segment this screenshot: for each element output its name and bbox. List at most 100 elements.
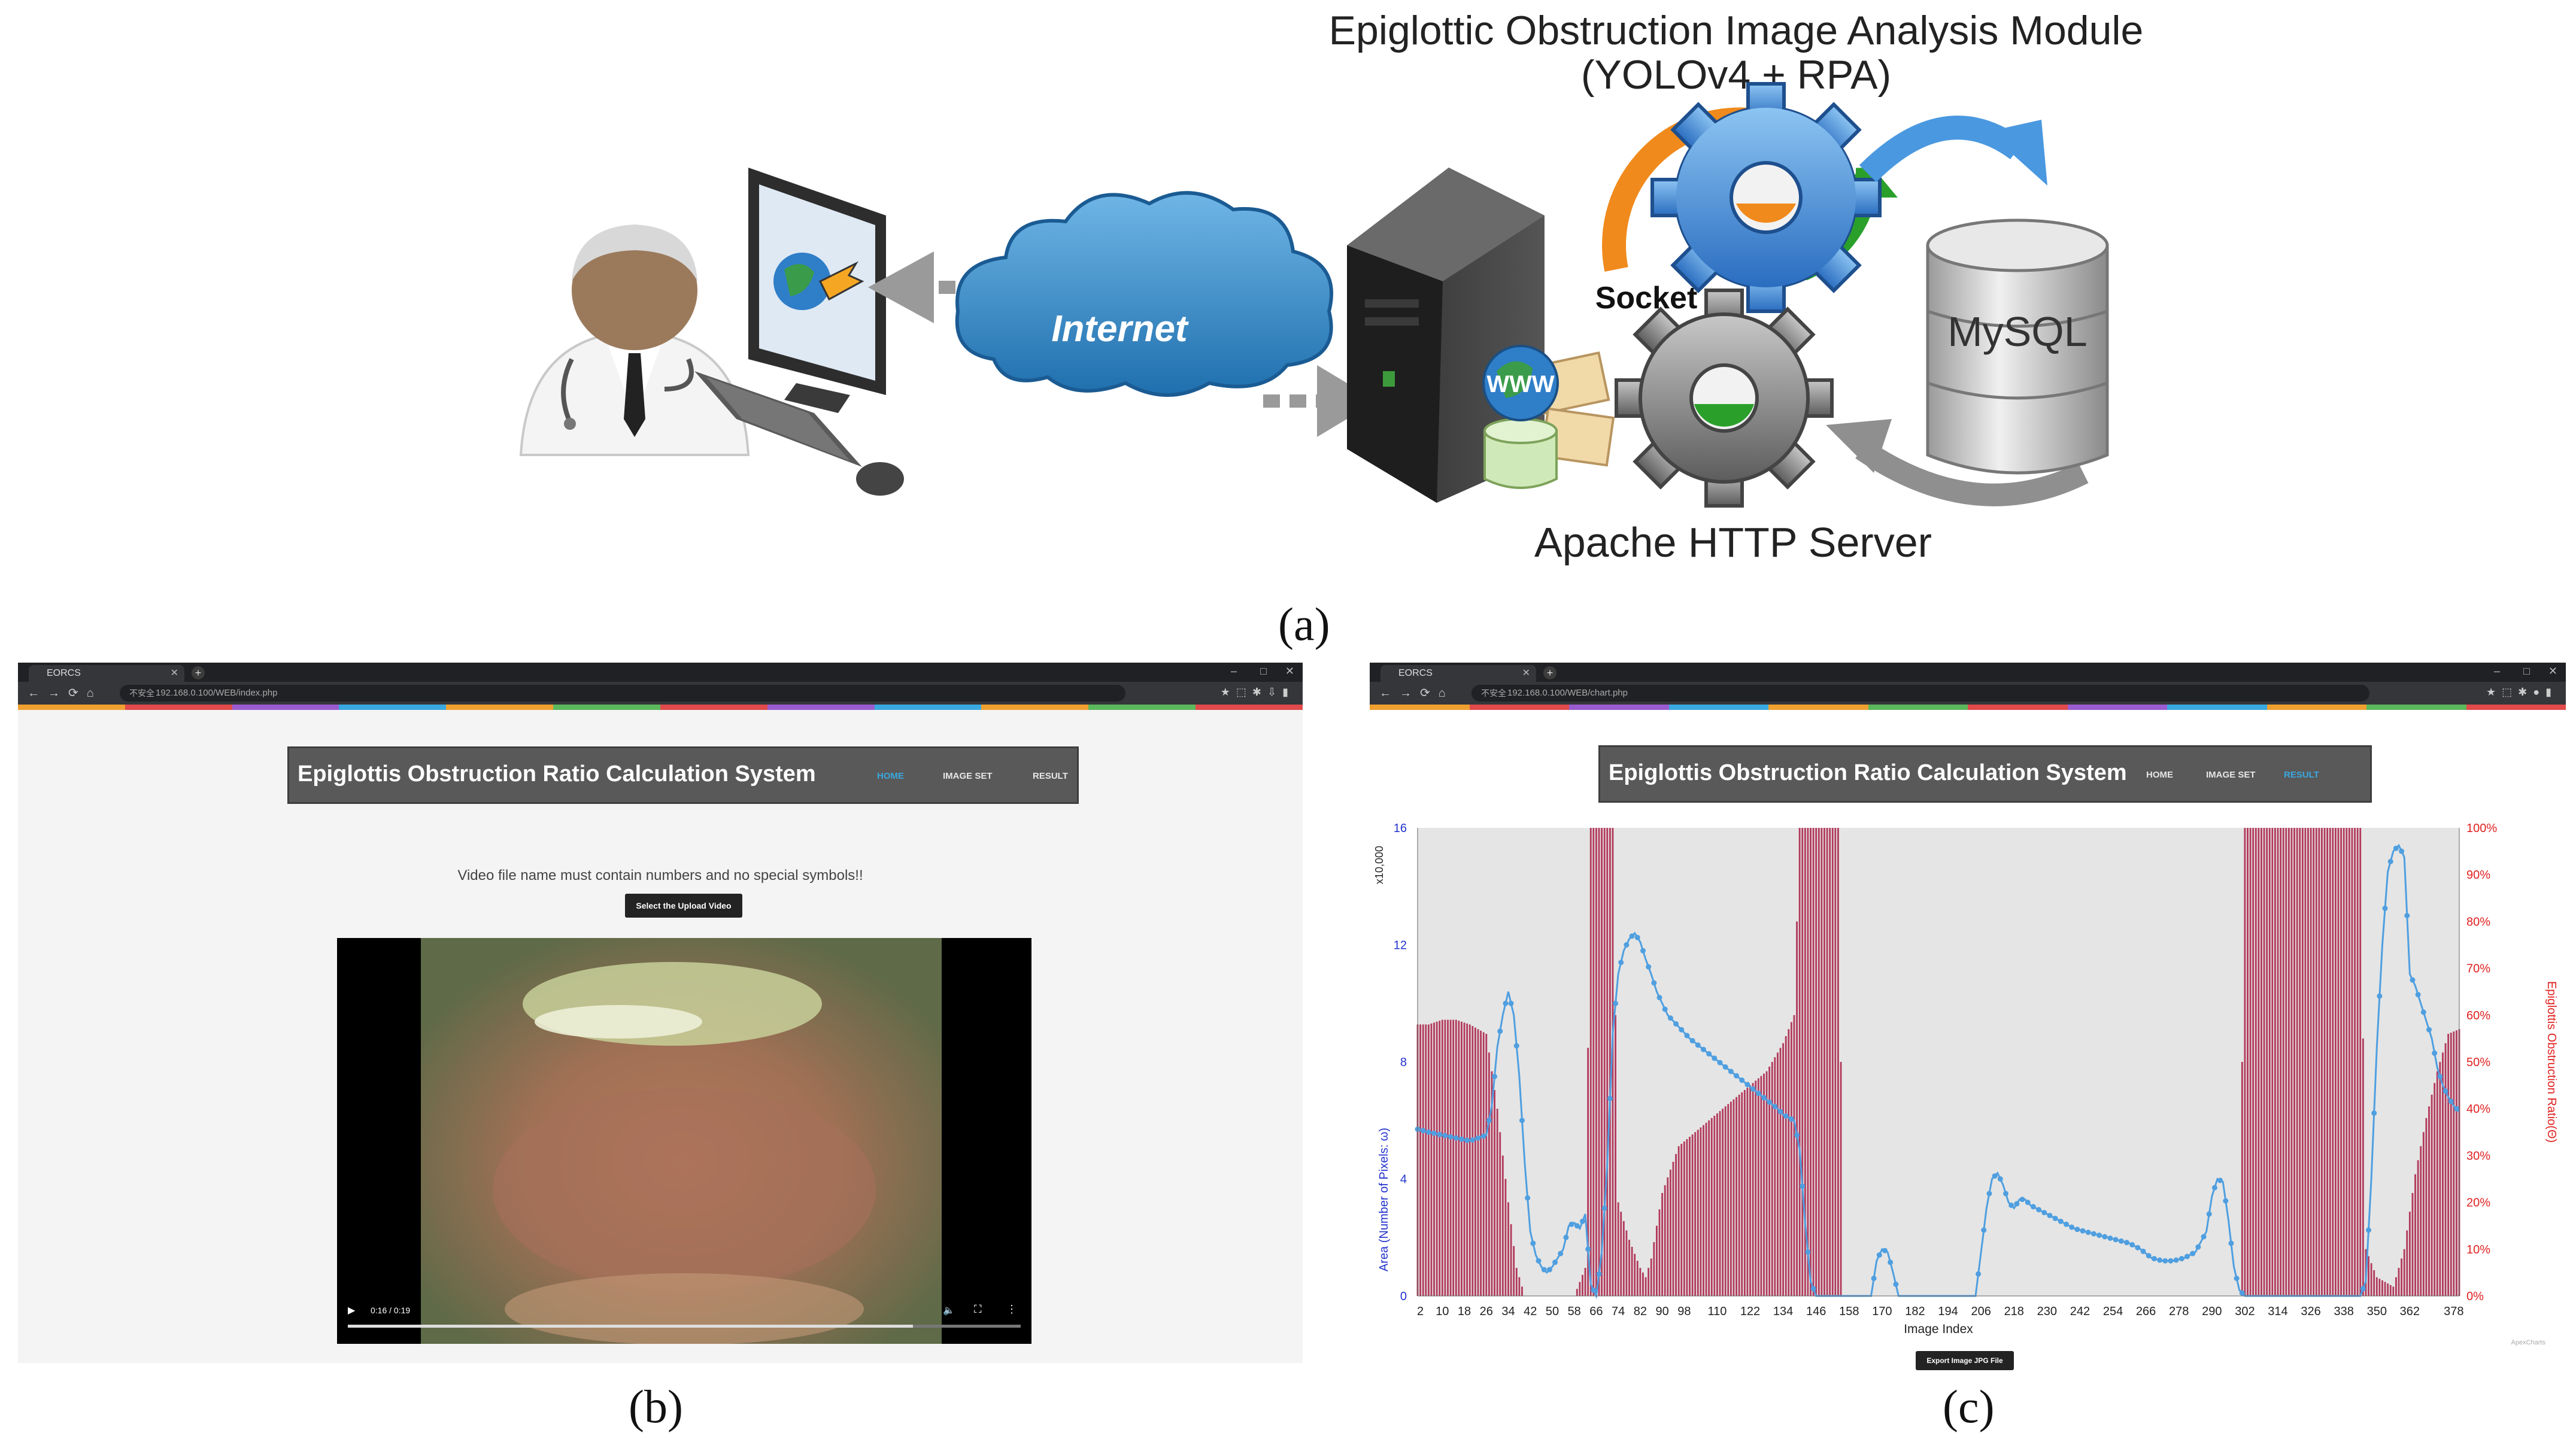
mysql-label: MySQL — [1947, 308, 2087, 355]
ratio-bar — [2282, 828, 2284, 1296]
ratio-bar — [1625, 1230, 1628, 1296]
browser-tab[interactable]: EORCS✕ — [1380, 665, 1536, 682]
ratio-bar — [1810, 828, 1812, 1296]
ratio-bar — [2285, 828, 2287, 1296]
export-jpg-button[interactable]: Export Image JPG File — [1916, 1351, 2014, 1370]
ratio-bar — [2356, 828, 2359, 1296]
nav-image-set[interactable]: IMAGE SET — [2206, 770, 2256, 780]
area-point — [2002, 1191, 2008, 1197]
ratio-bar — [1727, 1104, 1730, 1296]
volume-icon[interactable]: 🔈 — [943, 1306, 955, 1316]
area-point — [2019, 1197, 2025, 1203]
area-point — [1712, 1055, 1718, 1061]
module-subtitle: (YOLOv4 + RPA) — [1580, 52, 1892, 98]
ratio-bar — [2434, 1083, 2436, 1296]
panel-label-a: (a) — [1278, 598, 1330, 650]
x-tick-label: 362 — [2400, 1305, 2420, 1318]
address-bar: ←→⟳⌂ 不安全 192.168.0.100/WEB/index.php ★⬚✱… — [18, 682, 1303, 705]
area-point — [1981, 1227, 1987, 1233]
ratio-bar — [2266, 828, 2268, 1296]
select-upload-video-button[interactable]: Select the Upload Video — [625, 894, 742, 918]
ratio-bar — [2398, 1268, 2400, 1296]
area-point — [2206, 1211, 2212, 1217]
ratio-bar — [1634, 1253, 1636, 1296]
play-icon[interactable]: ▶ — [348, 1306, 356, 1316]
x-tick-label: 206 — [1971, 1305, 1991, 1318]
ratio-bar — [1628, 1240, 1630, 1296]
ratio-bar — [1664, 1185, 1666, 1296]
ratio-bar — [2354, 828, 2356, 1296]
ratio-bar — [2359, 828, 2362, 1296]
area-point — [2399, 848, 2405, 854]
ratio-bar — [2414, 1174, 2416, 1296]
area-point — [2102, 1234, 2108, 1240]
area-point — [2080, 1228, 2086, 1234]
nav-result[interactable]: RESULT — [2284, 770, 2319, 780]
maximize-icon[interactable]: □ — [2523, 665, 2530, 677]
module-title: Epiglottic Obstruction Image Analysis Mo… — [1328, 8, 2144, 53]
url-field[interactable]: 不安全 192.168.0.100/WEB/index.php — [120, 685, 1125, 702]
area-point — [2058, 1218, 2064, 1224]
close-tab-icon[interactable]: ✕ — [1522, 668, 1530, 678]
ratio-bar — [1812, 828, 1815, 1296]
ratio-bar — [1779, 1048, 1782, 1296]
right-tick-label: 50% — [2466, 1056, 2490, 1069]
area-point — [2377, 993, 2383, 999]
ratio-bar — [1496, 1109, 1498, 1296]
ratio-bar — [1667, 1177, 1669, 1296]
new-tab-icon[interactable]: + — [1543, 666, 1556, 679]
area-point — [2014, 1201, 2020, 1207]
nav-home[interactable]: HOME — [2146, 770, 2173, 780]
area-point — [1888, 1259, 1894, 1265]
ratio-bar — [2373, 1270, 2375, 1296]
close-tab-icon[interactable]: ✕ — [170, 668, 178, 678]
nav-home[interactable]: HOME — [877, 771, 904, 781]
area-point — [1530, 1240, 1536, 1246]
fullscreen-icon[interactable]: ⛶ — [974, 1303, 982, 1315]
area-point — [1568, 1221, 1574, 1227]
close-window-icon[interactable]: ✕ — [2548, 665, 2557, 677]
ratio-bar — [1461, 1021, 1463, 1296]
area-point — [1717, 1060, 1723, 1065]
maximize-icon[interactable]: □ — [1260, 665, 1267, 677]
security-warning[interactable]: 不安全 — [1481, 688, 1506, 698]
ratio-bar — [1683, 1141, 1685, 1296]
area-point — [1783, 1113, 1789, 1119]
x-tick-label: 230 — [2037, 1305, 2057, 1318]
extension-icons[interactable]: ★⬚✱●▮ — [2486, 686, 2557, 698]
url-field[interactable]: 不安全 192.168.0.100/WEB/chart.php — [1471, 685, 2369, 702]
minimize-icon[interactable]: – — [2493, 665, 2500, 677]
ratio-bar — [1579, 1282, 1581, 1296]
nav-result[interactable]: RESULT — [1033, 771, 1068, 781]
area-point — [1876, 1252, 1882, 1258]
navigation-icons[interactable]: ←→⟳⌂ — [1379, 687, 1454, 700]
minimize-icon[interactable]: – — [1230, 665, 1237, 677]
address-bar: ←→⟳⌂ 不安全 192.168.0.100/WEB/chart.php ★⬚✱… — [1370, 682, 2566, 705]
nav-image-set[interactable]: IMAGE SET — [943, 771, 993, 781]
site-header: Epiglottis Obstruction Ratio Calculation… — [1598, 745, 2372, 803]
security-warning[interactable]: 不安全 — [129, 688, 154, 698]
video-player[interactable]: ▶ 0:16 / 0:19 🔈 ⛶ ⋮ — [337, 938, 1031, 1345]
new-tab-icon[interactable]: + — [192, 666, 205, 679]
navigation-icons[interactable]: ←→⟳⌂ — [28, 687, 102, 700]
more-options-icon[interactable]: ⋮ — [1006, 1303, 1017, 1315]
x-tick-label: 26 — [1480, 1305, 1493, 1318]
browser-tab[interactable]: EORCS✕ — [29, 665, 184, 682]
x-tick-label: 58 — [1568, 1305, 1581, 1318]
video-progress-track[interactable] — [348, 1325, 1021, 1328]
right-tick-label: 0% — [2466, 1290, 2484, 1303]
ratio-bar — [1430, 1023, 1433, 1296]
server-icon — [1347, 168, 1545, 503]
ratio-bar — [1617, 1202, 1619, 1296]
area-point — [2074, 1227, 2080, 1232]
ratio-bar — [1788, 1029, 1790, 1296]
ratio-bar — [1700, 1127, 1702, 1296]
ratio-bar — [1592, 828, 1595, 1296]
ratio-bar — [1631, 1246, 1633, 1296]
extension-icons[interactable]: ★⬚✱⇩▮ — [1220, 686, 1294, 698]
close-window-icon[interactable]: ✕ — [1285, 665, 1294, 677]
ratio-bar — [2340, 828, 2343, 1296]
area-point — [1706, 1051, 1712, 1057]
area-point — [2382, 905, 2388, 911]
ratio-bar — [1749, 1085, 1751, 1296]
